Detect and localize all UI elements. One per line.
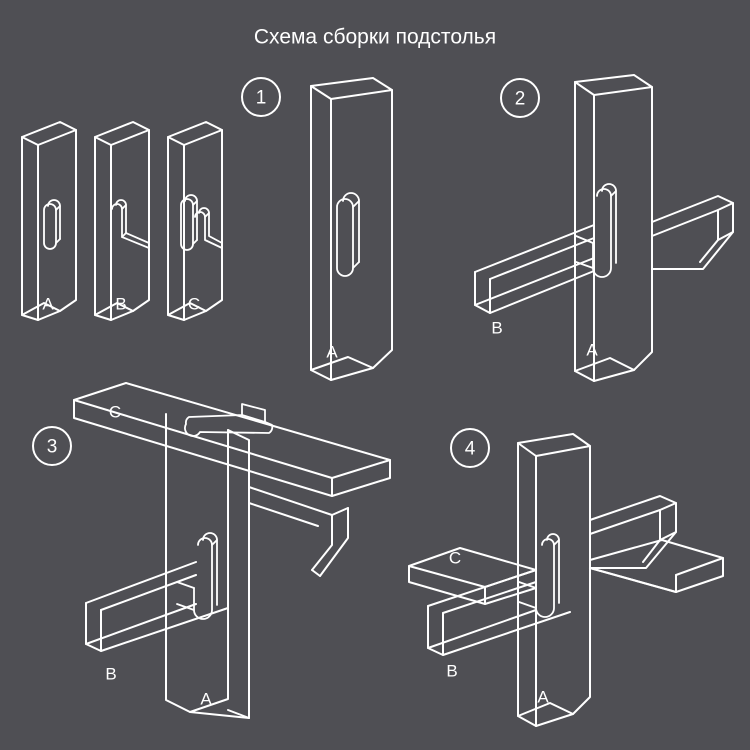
part-label-b: B bbox=[115, 294, 126, 313]
step-1-circle bbox=[241, 77, 281, 117]
step-4-group: 4 bbox=[408, 428, 724, 727]
step-3-number: 3 bbox=[47, 437, 58, 458]
step-3-label-a: A bbox=[200, 689, 212, 708]
step-1-number: 1 bbox=[256, 88, 267, 109]
part-label-a: A bbox=[42, 294, 54, 313]
step-4-label-a: A bbox=[537, 687, 549, 706]
legend-part-c: C bbox=[167, 121, 223, 321]
step-3-circle bbox=[32, 426, 72, 466]
step-3-group: 3 bbox=[32, 382, 391, 719]
step-3-label-b: B bbox=[105, 664, 116, 683]
step-4-number: 4 bbox=[465, 439, 476, 460]
page-title: Схема сборки подстолья bbox=[254, 26, 496, 49]
step-2-number: 2 bbox=[515, 89, 526, 110]
step-1-group: 1 A bbox=[241, 77, 393, 381]
step-2-label-a: A bbox=[586, 340, 598, 359]
step-4-label-c: C bbox=[449, 548, 461, 567]
step-4-circle bbox=[450, 428, 490, 468]
step-2-circle bbox=[500, 78, 540, 118]
step-2-group: 2 B A bbox=[474, 74, 734, 382]
step-3-label-c: C bbox=[109, 402, 121, 421]
part-label-c: C bbox=[188, 294, 200, 313]
step-4-label-b: B bbox=[446, 661, 457, 680]
step-2-label-b: B bbox=[491, 318, 502, 337]
step-1-label-a: A bbox=[326, 342, 338, 361]
legend-part-b: B bbox=[94, 121, 150, 321]
legend-part-a: A bbox=[21, 121, 77, 321]
